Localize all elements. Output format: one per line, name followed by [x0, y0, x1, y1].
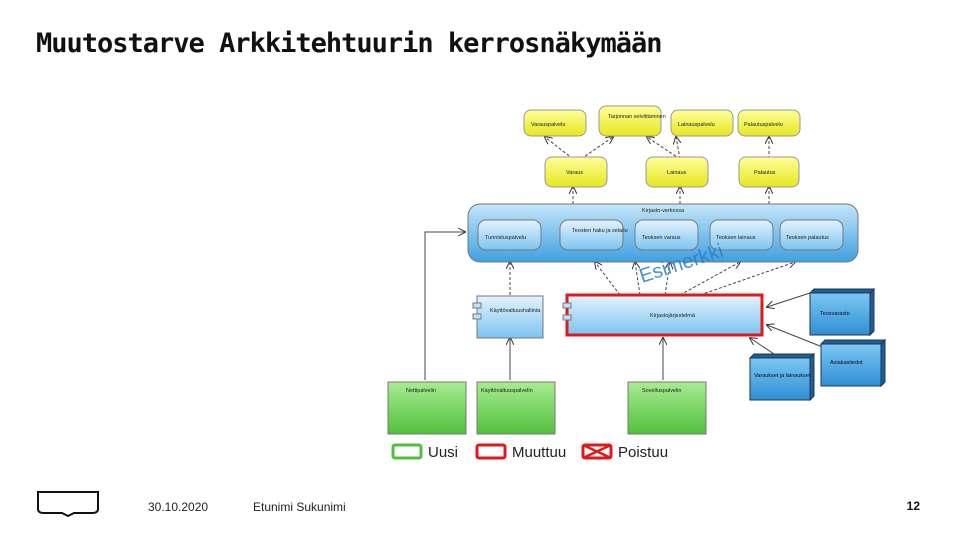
yellow-top-label: Lainauspalvelu [678, 122, 715, 128]
green-node-label: Sovelluspalvelin [642, 388, 681, 394]
page-title: Muutostarve Arkkitehtuurin kerrosnäkymää… [36, 28, 662, 59]
architecture-diagram: Varauspalvelu Tarjonnan selvittäminen La… [387, 105, 887, 461]
blue-service-boxes: Tunnistuspalvelu Teosten haku ja selailu… [477, 219, 844, 251]
data-object-label: Teosvarasto [820, 311, 850, 317]
varauspalvelu-box [523, 109, 587, 137]
footer-date: 30.10.2020 [148, 500, 209, 514]
legend-changed-label: Muuttuu [512, 444, 566, 461]
footer-author: Etunimi Sukunimi [253, 500, 346, 514]
legend-new-label: Uusi [428, 444, 458, 461]
library-system-label: Kirjastojärjestelmä [650, 313, 696, 319]
legend-new-swatch [391, 443, 423, 460]
page-number: 12 [906, 499, 920, 513]
palautuspalvelu-box [737, 109, 801, 137]
service-label: Teoksen lainaus [716, 235, 756, 241]
library-system-box [565, 293, 764, 337]
yellow-top-label: Palautuspalvelu [744, 122, 783, 128]
service-label: Teoksen palautus [786, 235, 829, 241]
yellow-top-boxes: Varauspalvelu Tarjonnan selvittäminen La… [523, 105, 801, 137]
service-label: Teoksen varaus [642, 235, 681, 241]
helsinki-logo [37, 491, 99, 517]
green-node-label: Käyttövaltuuspalvelin [481, 388, 533, 394]
service-label: Tunnistuspalvelu [485, 235, 526, 241]
yellow-mid-boxes: Varaus Lainaus Palautus [544, 156, 800, 188]
legend-removed-label: Poistuu [618, 444, 668, 461]
data-object-label: Asiakastiedot [830, 360, 863, 366]
lainauspalvelu-box [670, 109, 734, 137]
yellow-mid-label: Varaus [566, 170, 583, 176]
green-node-label: Nettipalvelin [406, 388, 436, 394]
tarjonta-box [598, 105, 662, 137]
yellow-mid-label: Palautus [754, 170, 776, 176]
yellow-top-label: Varauspalvelu [531, 122, 565, 128]
data-object-label: Varaukset ja lainaukset [754, 373, 811, 379]
auth-interface-label: Käyttövaltuushallinta [490, 308, 541, 314]
auth-interface-box [476, 295, 544, 339]
network-label: Kirjasto-verkossa [642, 208, 685, 214]
legend: Uusi Muuttuu Poistuu [391, 443, 668, 461]
green-nodes: Nettipalvelin Käyttövaltuuspalvelin Sove… [387, 381, 707, 435]
yellow-mid-label: Lainaus [667, 170, 687, 176]
yellow-top-label: Tarjonnan selvittäminen [608, 114, 666, 120]
data-objects: Teosvarasto Asiakastiedot Varaukset ja l… [748, 287, 887, 402]
legend-changed-swatch [475, 443, 507, 460]
service-label: Teosten haku ja selailu [572, 228, 628, 234]
